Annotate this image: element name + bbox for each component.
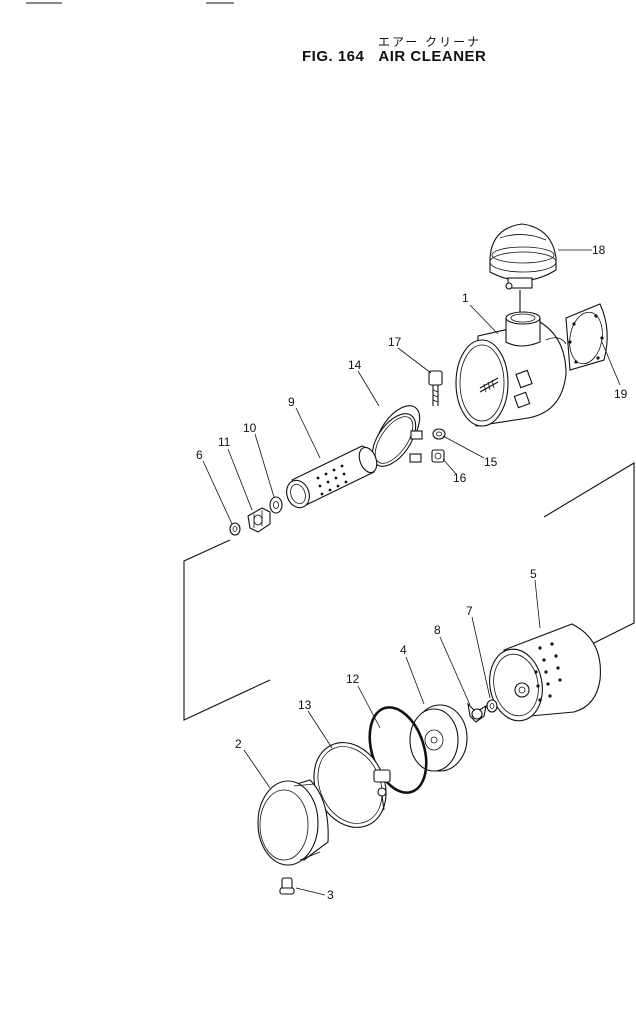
part-5-primary-element (489, 623, 601, 722)
assembly-bracket-right (543, 462, 635, 644)
figure-title-japanese: エアー クリーナ (378, 35, 482, 49)
figure-number: FIG. 164 (302, 48, 365, 65)
part-label-8: 8 (434, 623, 441, 637)
leader-lines (202, 249, 621, 896)
figure-name: AIR CLEANER (378, 48, 487, 65)
part-13-clamp-band (313, 742, 391, 828)
part-3-drain-plug (279, 877, 295, 895)
part-label-18: 18 (592, 243, 606, 257)
part-18-precleaner (489, 223, 557, 312)
part-label-15: 15 (484, 455, 498, 469)
part-label-16: 16 (453, 471, 467, 485)
part-7-washer (486, 699, 498, 713)
part-19-gasket (565, 303, 608, 371)
part-15-washer (432, 428, 446, 440)
part-label-2: 2 (235, 737, 242, 751)
part-8-wing-nut (467, 702, 487, 723)
part-label-6: 6 (196, 448, 203, 462)
part-10-washer (269, 496, 283, 514)
part-label-11: 11 (218, 435, 231, 449)
part-11-nut (247, 507, 271, 533)
part-label-10: 10 (243, 421, 257, 435)
part-label-9: 9 (288, 395, 295, 409)
part-9-safety-element (286, 445, 378, 509)
part-label-3: 3 (327, 888, 334, 902)
assembly-bracket-left (183, 539, 271, 721)
part-4-baffle-plate (409, 704, 468, 772)
part-17-bolt (428, 370, 443, 406)
part-1-air-cleaner-body (455, 311, 567, 427)
part-label-17: 17 (388, 335, 402, 349)
part-label-5: 5 (530, 567, 537, 581)
part-14-clamp-band (371, 405, 423, 467)
figure-title: FIG. 164 AIR CLEANER (302, 48, 486, 65)
part-label-12: 12 (346, 672, 360, 686)
part-label-1: 1 (462, 291, 469, 305)
part-label-4: 4 (400, 643, 407, 657)
part-label-14: 14 (348, 358, 362, 372)
part-6-washer (229, 522, 241, 536)
part-labels: 18 1 19 17 14 15 16 9 10 11 6 5 7 8 4 12… (196, 243, 628, 902)
part-2-dust-cup (257, 779, 329, 866)
part-label-7: 7 (466, 604, 473, 618)
part-16-nut (431, 449, 445, 463)
part-label-19: 19 (614, 387, 628, 401)
part-label-13: 13 (298, 698, 312, 712)
